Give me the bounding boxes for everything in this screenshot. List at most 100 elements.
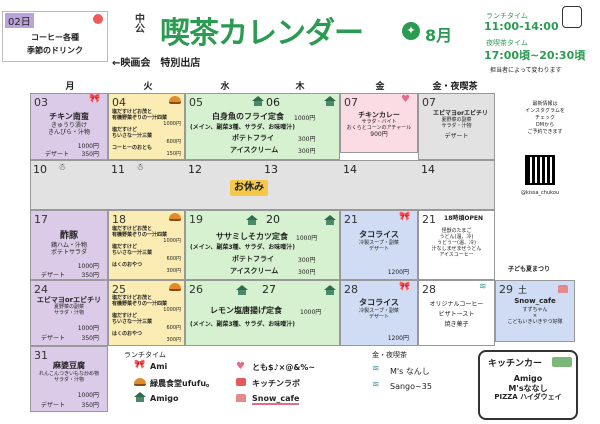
house-icon	[324, 215, 336, 220]
menu-line: 冷製スープ・副菜	[359, 307, 399, 314]
menu-line: はくのおやつ	[112, 262, 143, 268]
day-cell-31: 31 麻婆豆腐 れんこんつきいもな炒め物 サラダ・汁物 1000円 デザート 3…	[30, 346, 108, 412]
menu-line: ×	[532, 313, 538, 320]
day-number: 19	[189, 213, 203, 226]
house-icon	[252, 96, 264, 101]
menu-line: デザート	[368, 245, 389, 252]
event-note: ←映画会 特別出店	[112, 58, 201, 69]
heart-icon: ♥	[401, 94, 410, 105]
menu-line: コーヒーのおとも	[112, 145, 153, 151]
legend-night-item: Sango~35	[390, 382, 432, 391]
price: 350円	[81, 335, 99, 342]
menu-line: きゅうり漬け	[50, 121, 87, 129]
house-icon-body	[254, 101, 262, 106]
price: 300円	[166, 268, 181, 274]
menu-line: サラダ・汁物	[441, 123, 472, 130]
wave-icon: ≋	[372, 380, 380, 390]
day-number: 04	[112, 96, 126, 109]
day-number: 07	[422, 96, 436, 109]
day-cell-04: 04 塩だすけどお茂と 有機野菜ぞりの一汁四菜 1000円 塩だすけど ちいさな…	[108, 93, 185, 160]
menu-line: 汁なしまぜまぜうどん	[431, 246, 482, 252]
kitchen-car-title: キッチンカー	[488, 359, 543, 369]
wave-icon: ≋	[372, 364, 380, 374]
day-number: 29	[499, 283, 513, 296]
legend-item: キッチンラボ	[252, 379, 300, 388]
house-icon	[134, 392, 146, 397]
instagram-handle[interactable]: @kissa_chukou	[520, 190, 560, 196]
menu-title: タコライス	[359, 298, 399, 307]
menu-line: ちいさな一汁三菜	[112, 319, 153, 325]
kitchen-car-box: キッチンカー Amigo M'sななし PIZZA ハイダウェイ	[478, 350, 578, 420]
day-cell-07-night: 07 エビマヨorエビチリ 夏野菜の副菜 サラダ・汁物 デザート	[418, 93, 495, 160]
day-number: 11	[111, 163, 125, 176]
day-number: 05	[189, 96, 203, 109]
menu-line: 塩だすけど	[112, 244, 138, 250]
price: 300円	[166, 337, 181, 343]
menu-title: チキンカレー	[358, 111, 400, 119]
weekday-sat: 土	[518, 286, 528, 296]
day-cell-28: 28 🎀 タコライス 冷製スープ・副菜 デザート 1200円	[340, 280, 418, 346]
menu-title: 18時頃OPEN	[444, 215, 483, 222]
day-cell-25: 25 塩だすけどお茂と 有機野菜ぞりの一汁四菜 1000円 塩だすけど ちいさな…	[108, 280, 185, 346]
menu-line: 鶏ハム・汁物	[50, 241, 87, 249]
house-icon	[236, 394, 246, 402]
house-icon	[324, 96, 336, 101]
qr-code[interactable]	[525, 155, 555, 185]
cutlery-icon: ✦	[402, 22, 420, 40]
day-number: 21	[422, 213, 436, 226]
truck-icon	[552, 357, 572, 367]
menu-title: Snow_cafe	[514, 297, 556, 305]
day-cell-19-20: 19 20 ササミしそカツ定食 1000円 (メイン、副菜3種、サラダ、お味噌汁…	[185, 210, 340, 280]
price: 1000円	[300, 309, 322, 316]
price: 600円	[166, 325, 181, 331]
legend-item: Snow_cafe	[252, 394, 300, 405]
pot-icon	[236, 378, 246, 386]
day-cell-18: 18 塩だすけどお茂と 有機野菜ぞりの一汁四菜 1000円 塩だすけど ちいさな…	[108, 210, 185, 280]
legend-night-item: M's なんし	[390, 367, 430, 376]
menu-line: アイスクリーム	[230, 146, 279, 154]
day-cell-05-06: 05 06 白身魚のフライ定食 1000円 (メイン、副菜3種、サラダ、お味噌汁…	[185, 93, 340, 160]
price: 1000円	[77, 392, 99, 399]
menu-line: アイスコーヒー	[439, 252, 474, 258]
event-card-date: 02日	[5, 13, 34, 28]
day-number: 21	[344, 213, 358, 226]
day-cell-26-27: 26 27 レモン塩唐揚げ定食 1000円 (メイン、副菜3種、サラダ、お味噌汁…	[185, 280, 340, 346]
legend-lunch-title: ランチタイム	[124, 351, 166, 359]
house-icon	[324, 285, 336, 290]
price: 350円	[81, 151, 99, 158]
menu-line: 塩だすけど	[112, 313, 138, 319]
menu-sub: (メイン、副菜3種、サラダ、お味噌汁)	[190, 244, 295, 251]
price: 600円	[166, 139, 181, 145]
house-icon-body	[326, 101, 334, 106]
night-label: 夜喫茶タイム	[486, 39, 528, 47]
menu-line: 塩だすけどお茂と	[112, 295, 153, 301]
price: 1000円	[163, 238, 181, 244]
price: 300円	[298, 257, 316, 264]
day-number: 28	[344, 283, 358, 296]
day-number: 10	[33, 163, 47, 176]
page-title: 喫茶カレンダー	[160, 16, 364, 51]
day-number: 07	[344, 96, 358, 109]
menu-line: おくらとコーンのアチャール	[346, 125, 412, 132]
kitchen-car-item: M'sななし	[508, 383, 548, 393]
price: 1000円	[294, 115, 316, 122]
legend-item: Amigo	[150, 394, 179, 403]
menu-line: ポテトフライ	[232, 134, 274, 142]
wave-icon: ≋	[479, 282, 487, 292]
menu-title: 酢豚	[59, 231, 78, 241]
house-icon	[246, 215, 258, 220]
dessert-label: デザート	[41, 272, 66, 279]
burger-icon	[134, 378, 146, 386]
mascot-icon	[562, 6, 582, 28]
menu-line: 冷製スープ・副菜	[359, 239, 399, 246]
lunch-time: 11:00-14:00	[484, 20, 559, 33]
weekday-tue: 火	[143, 82, 153, 92]
snowman-icon: ☃	[136, 163, 145, 173]
kitchen-car-item: PIZZA ハイダウェイ	[494, 393, 562, 402]
ribbon-icon: 🎀	[89, 94, 101, 104]
day-cell-21-night: 21 18時頃OPEN 怪獣のたまご うどん(温、冷) うどうー(温、冷) 汁な…	[418, 210, 495, 280]
staff-note: 担当者によって変わります	[490, 67, 562, 74]
menu-line: はくのおやつ	[112, 331, 143, 337]
price: 600円	[166, 256, 181, 262]
house-icon	[236, 285, 248, 290]
